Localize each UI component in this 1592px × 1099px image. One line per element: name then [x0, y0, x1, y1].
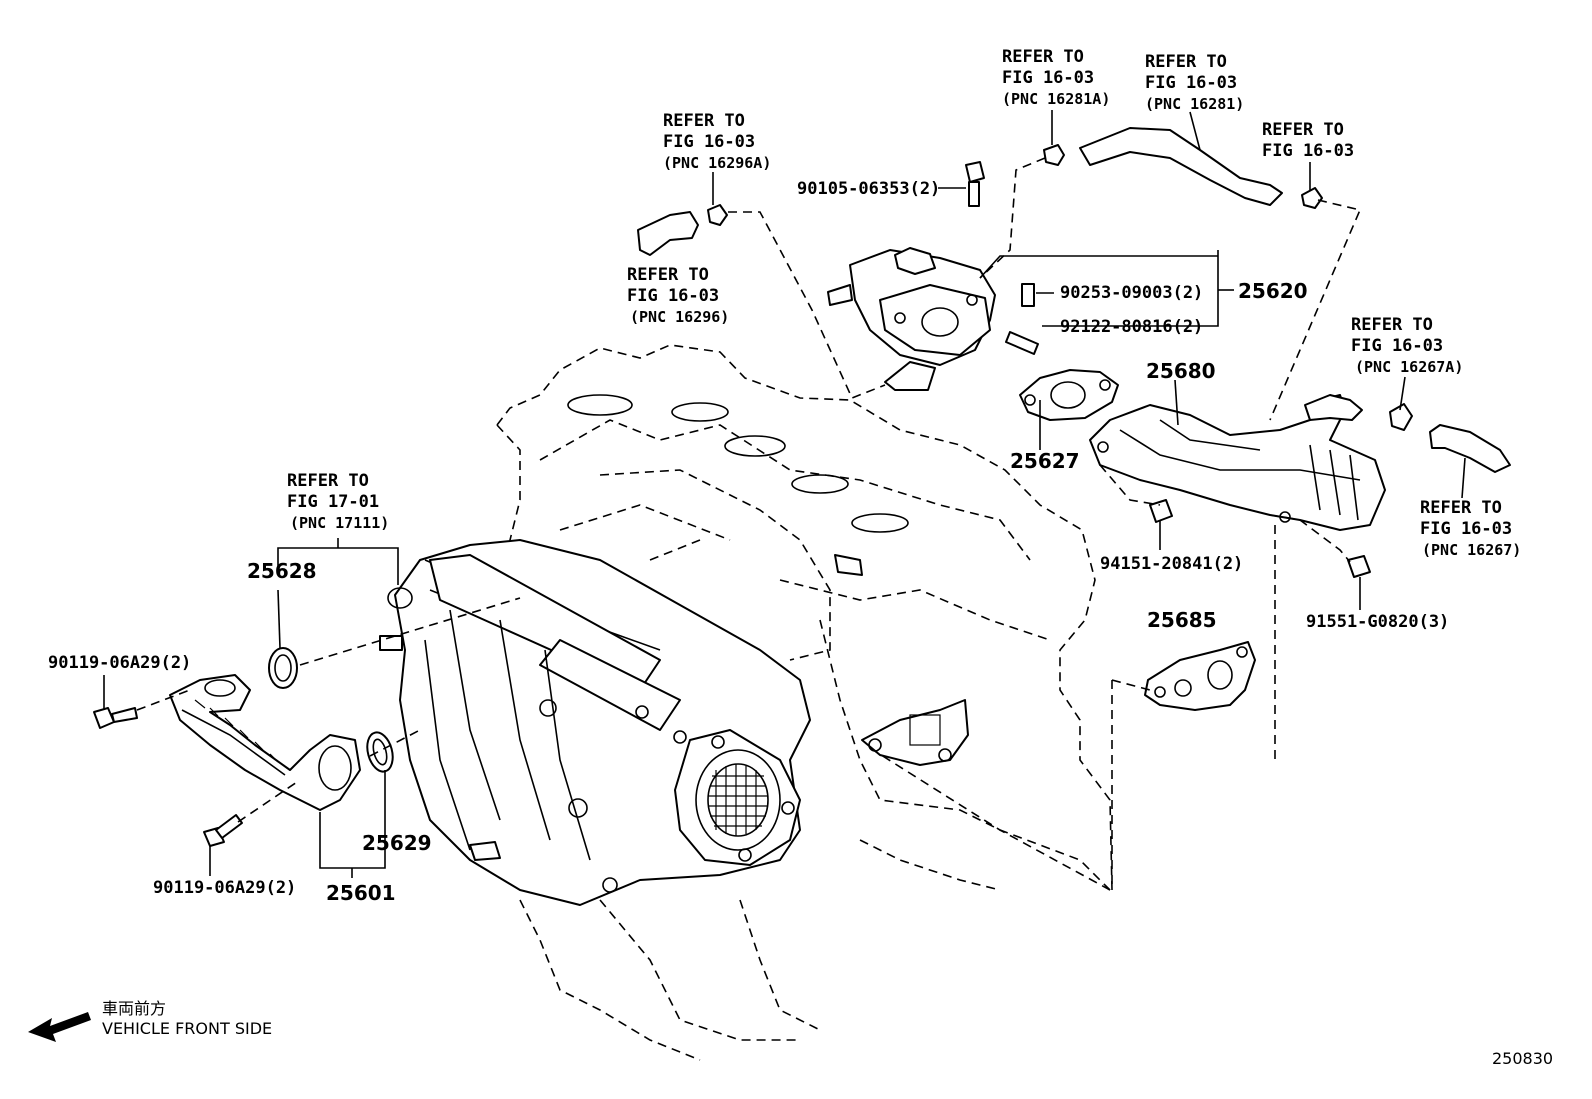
fastener-94151-20841: 94151-20841(2)	[1100, 554, 1243, 574]
bolt-icons	[93, 161, 1371, 847]
figure-code: 250830	[1492, 1049, 1553, 1068]
fastener-90119-06A29-upper: 90119-06A29(2)	[48, 653, 191, 673]
gasket-25628	[268, 647, 298, 689]
fastener-90105-06353: 90105-06353(2)	[797, 179, 940, 199]
fastener-labels: 90105-06353(2) 90253-09003(2) 92122-8081…	[48, 179, 1449, 898]
gasket-25685	[1144, 641, 1256, 711]
part-number-labels: 25620 25680 25627 25685 25628 25629 2560…	[247, 279, 1308, 905]
part-number-25627: 25627	[1010, 449, 1080, 473]
gasket-25629	[366, 731, 394, 773]
direction-label-english: VEHICLE FRONT SIDE	[102, 1019, 272, 1038]
dashed-leaders	[136, 157, 1362, 891]
egr-pipe	[169, 674, 361, 811]
part-number-25680: 25680	[1146, 359, 1216, 383]
leader-lines	[103, 110, 1466, 878]
part-number-25685: 25685	[1147, 608, 1217, 632]
direction-label-japanese: 車両前方	[102, 999, 166, 1018]
hose-16296	[637, 211, 699, 256]
fastener-90119-06A29-lower: 90119-06A29(2)	[153, 878, 296, 898]
egr-cooler	[1089, 394, 1386, 531]
fastener-90253-09003: 90253-09003(2)	[1060, 283, 1203, 303]
part-number-25628: 25628	[247, 559, 317, 583]
egr-valve	[827, 247, 996, 391]
fastener-91551-G0820: 91551-G0820(3)	[1306, 612, 1449, 632]
hose-16281	[1079, 127, 1283, 206]
intake-manifold	[379, 539, 811, 906]
part-number-25601: 25601	[326, 881, 396, 905]
fastener-92122-80816: 92122-80816(2)	[1060, 317, 1203, 337]
engine-block-outline	[496, 344, 1113, 1061]
part-number-25620: 25620	[1238, 279, 1308, 303]
gasket-25627	[1019, 369, 1119, 421]
hose-16267	[1429, 424, 1511, 473]
clamp-icons	[707, 144, 1413, 431]
part-number-25629: 25629	[362, 831, 432, 855]
front-direction-arrow-icon	[28, 1012, 91, 1042]
